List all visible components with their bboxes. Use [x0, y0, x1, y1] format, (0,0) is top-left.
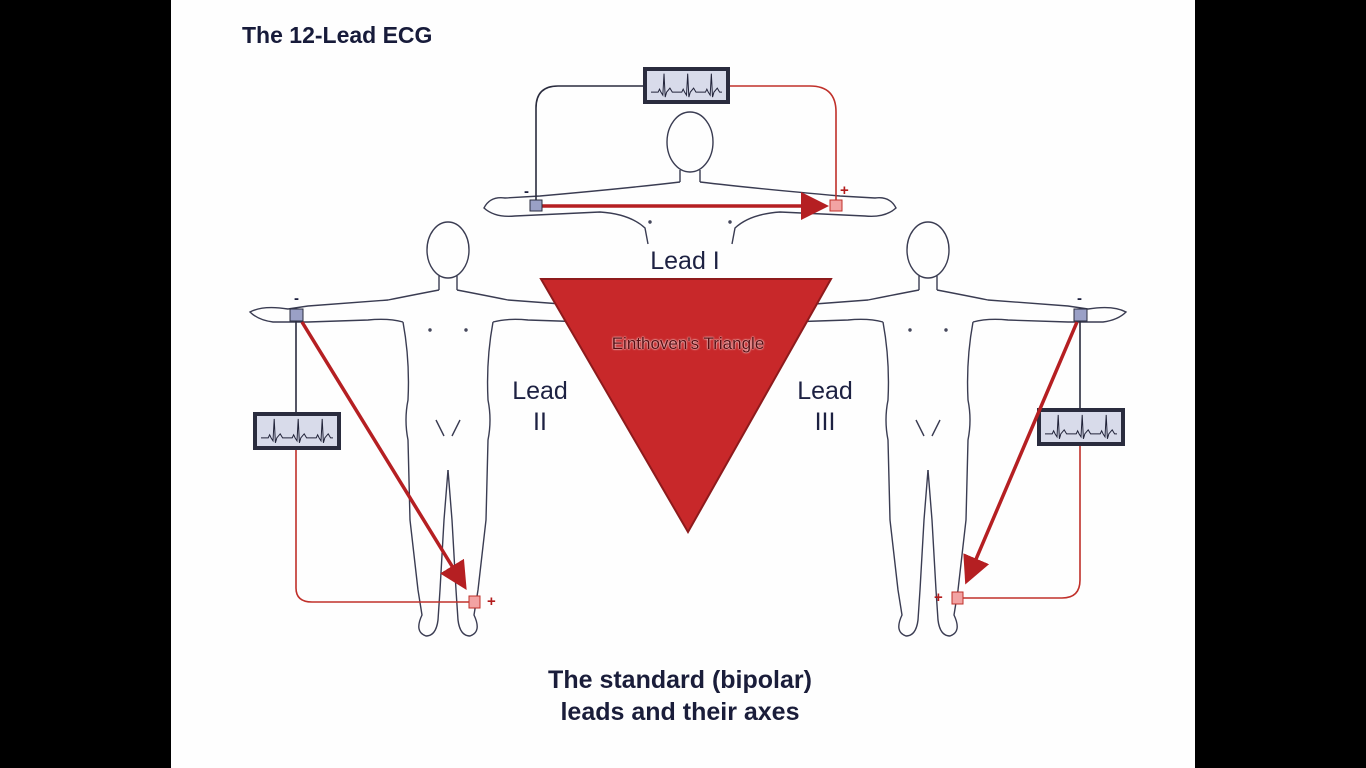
lead-iii-axis-arrow — [963, 321, 1079, 585]
lead-ii-axis-arrow — [300, 321, 467, 590]
electrodes — [289, 199, 1088, 609]
lead-ii-label-line2: II — [533, 408, 547, 436]
electrode-icon — [289, 308, 304, 322]
lead-i-wiring — [535, 85, 837, 204]
lead-iii-wiring — [958, 318, 1081, 599]
lead-ii-label: Lead II — [485, 376, 595, 438]
lead-ii-ecg-monitor-icon — [253, 412, 341, 450]
lead-i-positive-sign: + — [840, 182, 849, 199]
electrode-icon — [529, 199, 543, 212]
electrode-icon — [829, 199, 843, 212]
lead-iii-label: Lead III — [770, 376, 880, 438]
lead-i-ecg-monitor-icon — [643, 67, 730, 104]
lead-ii-negative-sign: - — [294, 290, 299, 307]
lead-i-label: Lead I — [620, 246, 750, 277]
page-title: The 12-Lead ECG — [242, 22, 433, 48]
electrode-icon — [468, 595, 481, 609]
lead-iii-label-line1: Lead — [797, 377, 853, 405]
einthoven-triangle-label: Einthoven's Triangle — [611, 334, 765, 353]
lead-i-label-text: Lead I — [650, 247, 720, 275]
lead-iii-positive-sign: + — [934, 589, 943, 606]
lead-i-negative-sign: - — [524, 183, 529, 200]
lead-ii-wiring — [295, 318, 474, 603]
caption-line-1: The standard (bipolar) — [548, 666, 812, 694]
electrode-icon — [1073, 308, 1088, 322]
lead-ii-label-line1: Lead — [512, 377, 568, 405]
ecg-monitors — [253, 67, 1125, 450]
lead-iii-ecg-monitor-icon — [1037, 408, 1125, 446]
diagram-caption: The standard (bipolar) leads and their a… — [470, 664, 890, 728]
lead-iii-negative-sign: - — [1077, 290, 1082, 307]
caption-line-2: leads and their axes — [560, 698, 800, 726]
electrode-icon — [951, 591, 964, 605]
lead-iii-label-line2: III — [814, 408, 836, 436]
einthoven-triangle — [539, 278, 833, 535]
top-figure-icon — [483, 111, 897, 245]
lead-ii-positive-sign: + — [487, 593, 496, 610]
